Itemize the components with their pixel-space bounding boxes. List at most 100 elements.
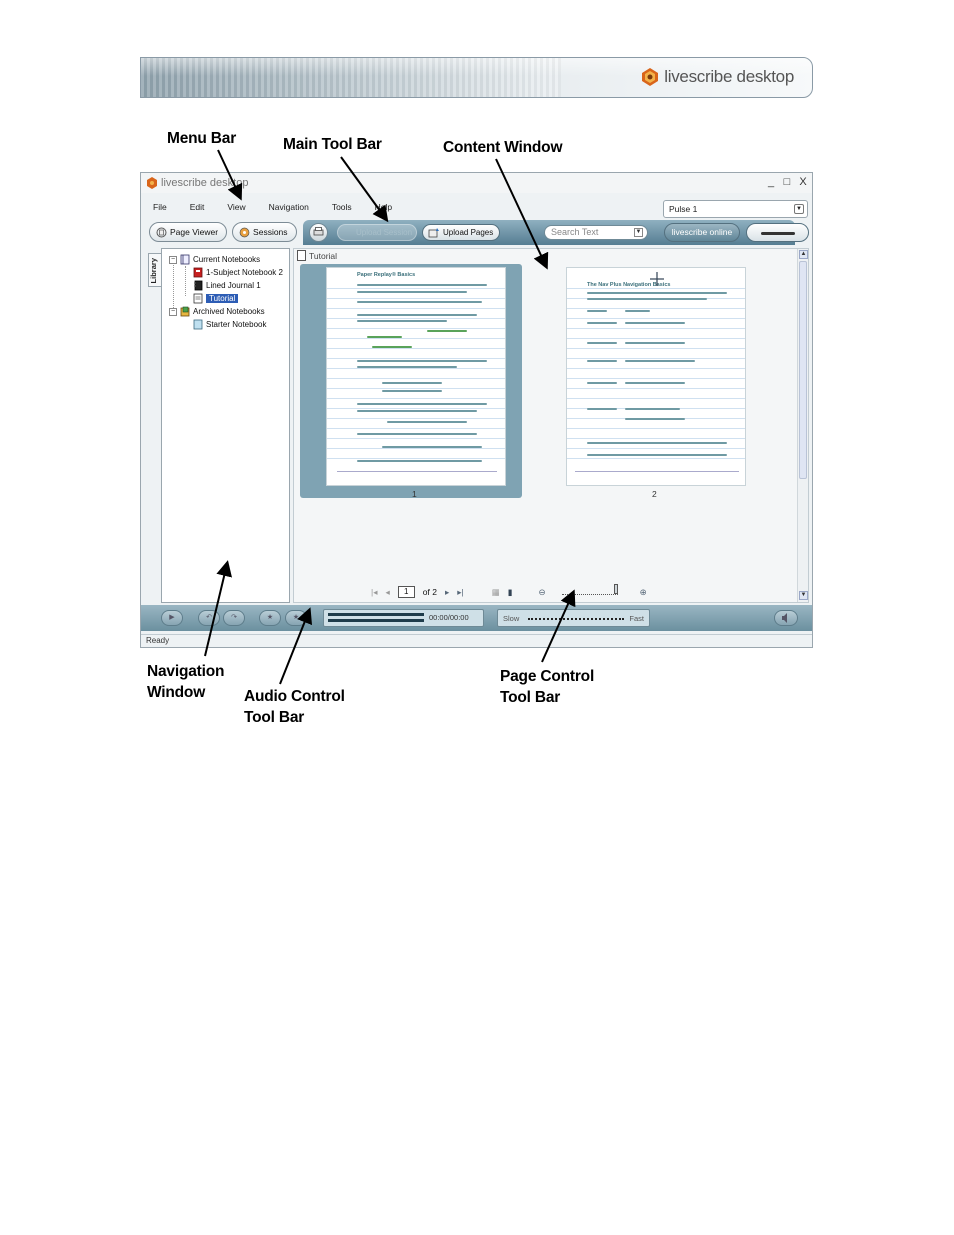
upload-session-button[interactable]: Upload Session [337,224,417,241]
collapse-icon[interactable]: − [169,307,177,316]
zoom-slider[interactable] [561,584,618,595]
page-viewer-icon [156,227,167,237]
sessions-icon [239,227,250,237]
callout-navigation-line1: Navigation [147,663,225,680]
close-button[interactable]: X [799,176,807,188]
tree-starter-notebook[interactable]: Starter Notebook [193,319,266,330]
search-input[interactable]: Search Text ▼ [544,225,648,240]
tree-label-selected: Tutorial [206,294,239,303]
red-notebook-icon [193,267,203,278]
breadcrumb: Tutorial [297,250,337,261]
speed-slider[interactable] [528,618,624,620]
livescribe-online-button[interactable]: livescribe online [664,223,740,242]
tree-connector [185,266,186,296]
menu-tools[interactable]: Tools [331,202,352,212]
page-count-label: of 2 [422,587,437,597]
rewind-button[interactable]: ↶ [198,610,220,626]
page-number-2: 2 [652,489,657,499]
starter-notebook-icon [193,319,203,330]
view-toolbar: Page Viewer Sessions [149,222,297,242]
pen-button[interactable] [746,223,809,242]
tree-label: Lined Journal 1 [206,281,261,290]
speaker-icon [782,613,787,623]
volume-button[interactable] [774,610,798,626]
previous-page-icon[interactable]: ◂ [385,586,390,597]
bookmark-next-button[interactable]: ★ [285,610,307,626]
scroll-down-icon[interactable]: ▼ [799,591,808,600]
menu-file[interactable]: File [153,202,167,212]
page-thumbnail-2[interactable]: The Nav Plus Navigation Basics [566,267,746,486]
sessions-button[interactable]: Sessions [232,222,297,242]
status-bar: Ready [141,634,812,647]
nav-plus-cross-icon [650,272,664,286]
notebooks-icon [180,254,190,265]
library-tab[interactable]: Library [148,253,161,287]
callout-audio-control-tool-bar: Audio Control Tool Bar [244,686,345,728]
pen-select[interactable]: Pulse 1 ▼ [663,200,808,218]
callout-navigation-window: Navigation Window [147,661,224,703]
tree-tutorial[interactable]: Tutorial [193,293,239,304]
audio-time: 00:00/00:00 [429,613,469,622]
callout-navigation-line2: Window [147,684,206,701]
tutorial-notebook-icon [193,293,203,304]
callout-audio-line1: Audio Control [244,688,345,705]
document-icon [297,250,306,261]
timeline-track [328,619,424,622]
window-title: livescribe desktop [161,177,249,189]
collapse-icon[interactable]: − [169,255,177,264]
printer-icon [313,227,324,236]
archive-icon [180,306,190,317]
search-dropdown-icon[interactable]: ▼ [634,228,643,237]
next-page-icon[interactable]: ▸ [444,586,450,597]
menu-help[interactable]: Help [374,202,393,212]
menu-navigation[interactable]: Navigation [268,202,309,212]
scroll-up-icon[interactable]: ▲ [799,250,808,259]
tree-current-notebooks[interactable]: − Current Notebooks [169,254,260,265]
page-number-input[interactable]: 1 [397,586,415,598]
brand-logo-group: livescribe desktop [640,67,794,87]
forward-button[interactable]: ↷ [223,610,245,626]
content-scrollbar[interactable]: ▲ ▼ [797,249,808,602]
chevron-down-icon[interactable]: ▼ [794,204,804,214]
page-thumbnail-1[interactable]: Paper Replay® Basics [326,267,506,486]
tree-subject-notebook[interactable]: 1-Subject Notebook 2 [193,267,283,278]
single-page-icon[interactable]: ▮ [507,586,513,597]
first-page-icon[interactable]: |◂ [371,586,378,597]
menu-edit[interactable]: Edit [189,202,205,212]
zoom-slider-thumb[interactable] [613,584,618,594]
pen-select-value: Pulse 1 [669,204,698,214]
status-text: Ready [146,636,170,645]
scroll-thumb[interactable] [799,261,807,479]
print-button[interactable] [309,223,328,242]
minimize-button[interactable]: _ [767,176,775,188]
last-page-icon[interactable]: ▸| [457,586,464,597]
tree-label: 1-Subject Notebook 2 [206,268,283,277]
page-viewer-button[interactable]: Page Viewer [149,222,228,242]
playback-speed-control[interactable]: Slow Fast [497,609,650,627]
callout-content-window: Content Window [443,139,563,156]
maximize-button[interactable]: □ [783,176,791,188]
menu-view[interactable]: View [227,202,246,212]
callout-audio-line2: Tool Bar [244,709,305,726]
upload-pages-button[interactable]: Upload Pages [422,224,500,241]
page-control-tool-bar: |◂ ◂ 1 of 2 ▸ ▸| ▦ ▮ ⊖ ⊕ [371,584,647,598]
window-controls: _ □ X [766,176,808,188]
grid-view-icon[interactable]: ▦ [491,586,500,597]
content-window: Tutorial Paper Replay® Basics [293,248,809,603]
zoom-out-icon[interactable]: ⊖ [538,586,546,597]
page-1-title: Paper Replay® Basics [357,272,416,278]
upload-icon [428,228,439,238]
audio-timeline[interactable]: 00:00/00:00 [323,609,484,627]
zoom-in-icon[interactable]: ⊕ [639,586,647,597]
tree-archived-notebooks[interactable]: − Archived Notebooks [169,306,265,317]
menu-bar: File Edit View Navigation Tools Help [141,200,403,216]
bookmark-prev-button[interactable]: ★ [259,610,281,626]
audio-control-tool-bar: ▶ ↶ ↷ ★ ★ 00:00/00:00 Slow Fast [141,605,812,631]
brand-text: livescribe desktop [664,67,794,86]
play-button[interactable]: ▶ [161,610,183,626]
page-viewer-label: Page Viewer [170,227,219,237]
breadcrumb-label: Tutorial [309,250,338,261]
title-bar: livescribe desktop _ □ X [141,173,812,193]
tree-lined-journal[interactable]: Lined Journal 1 [193,280,261,291]
page-2-title: The Nav Plus Navigation Basics [587,282,671,288]
